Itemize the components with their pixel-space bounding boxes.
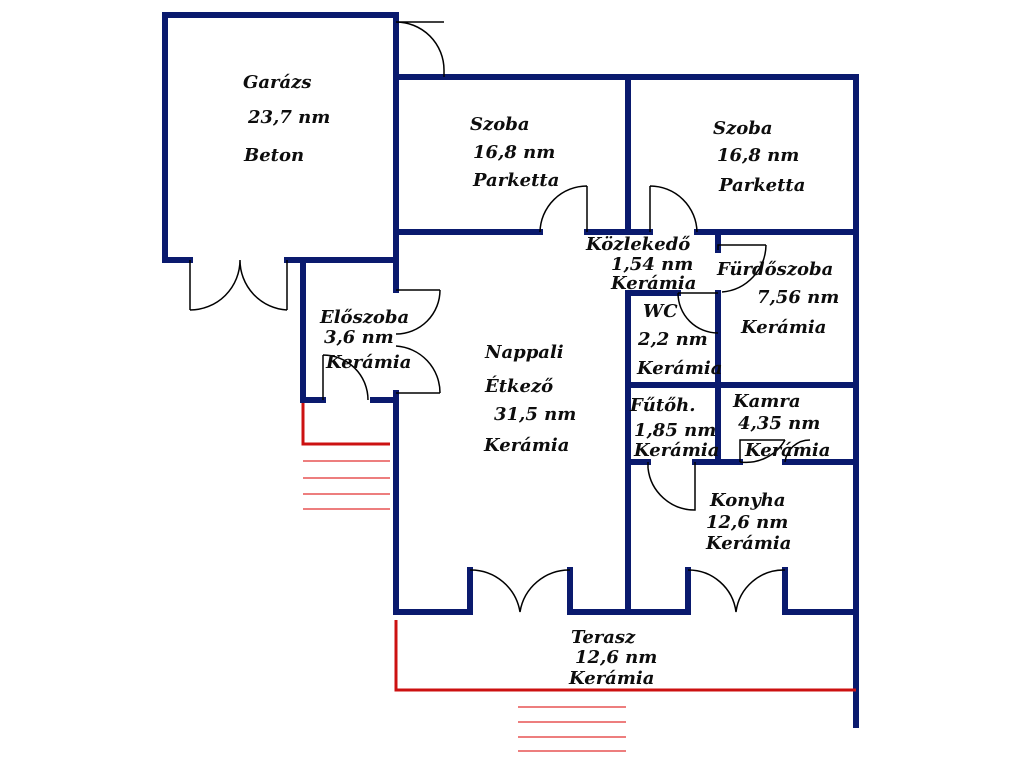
- hall-floor: Kerámia: [325, 352, 411, 373]
- wc-area: 2,2 nm: [637, 329, 708, 350]
- garage-name: Garázs: [243, 72, 312, 93]
- corridor-name: Közlekedő: [585, 234, 690, 255]
- door-kitchen-terrace: [687, 569, 786, 613]
- door-pantry: [739, 439, 811, 464]
- boiler-floor: Kerámia: [633, 440, 719, 461]
- hall-name: Előszoba: [319, 307, 409, 328]
- railing-terrace: [394, 620, 856, 692]
- corridor-area: 1,54 nm: [611, 254, 693, 275]
- room1-area: 16,8 nm: [473, 142, 555, 163]
- walls: [162, 12, 859, 728]
- room1-name: Szoba: [470, 114, 529, 135]
- door-room2: [649, 185, 698, 233]
- hall-area: 3,6 nm: [324, 327, 394, 348]
- corridor-floor: Kerámia: [610, 273, 696, 294]
- door-boiler: [647, 462, 696, 511]
- terrace-area: 12,6 nm: [575, 647, 657, 668]
- door-room1: [539, 185, 588, 233]
- terrace-name: Terasz: [571, 627, 636, 648]
- doors: [189, 21, 811, 613]
- railing-entrance: [301, 403, 390, 446]
- room2-floor: Parketta: [718, 175, 805, 196]
- door-garage-side: [395, 21, 445, 77]
- wc-name: WC: [643, 301, 678, 322]
- living-floor: Kerámia: [483, 435, 569, 456]
- pantry-area: 4,35 nm: [738, 413, 820, 434]
- room-labels: Garázs 23,7 nm Beton Szoba 16,8 nm Parke…: [243, 72, 839, 689]
- kitchen-area: 12,6 nm: [706, 512, 788, 533]
- door-hall-entry: [322, 354, 369, 401]
- room2-name: Szoba: [713, 118, 772, 139]
- kitchen-name: Konyha: [709, 490, 786, 511]
- kitchen-floor: Kerámia: [705, 533, 791, 554]
- bathroom-name: Fürdőszoba: [716, 259, 833, 280]
- bathroom-floor: Kerámia: [740, 317, 826, 338]
- dining-name: Étkező: [484, 374, 553, 397]
- terrace: [301, 403, 856, 752]
- door-garage-main: [189, 259, 288, 311]
- pantry-name: Kamra: [732, 391, 801, 412]
- door-living-terrace: [469, 569, 571, 613]
- room2-area: 16,8 nm: [717, 145, 799, 166]
- door-bathroom: [717, 244, 767, 293]
- bathroom-area: 7,56 nm: [757, 287, 839, 308]
- door-hall-lower: [395, 345, 441, 394]
- door-hall-to-living: [395, 289, 441, 335]
- garage-floor: Beton: [243, 145, 304, 166]
- terrace-floor: Kerámia: [568, 668, 654, 689]
- garage-area: 23,7 nm: [247, 107, 330, 128]
- wall-garage: [162, 12, 399, 263]
- wc-floor: Kerámia: [636, 358, 722, 379]
- pantry-floor: Kerámia: [744, 440, 830, 461]
- door-wc: [677, 292, 719, 334]
- room1-floor: Parketta: [472, 170, 559, 191]
- boiler-area: 1,85 nm: [634, 420, 716, 441]
- living-area: 31,5 nm: [494, 404, 576, 425]
- living-name: Nappali: [484, 342, 564, 363]
- boiler-name: Fűtőh.: [629, 395, 696, 416]
